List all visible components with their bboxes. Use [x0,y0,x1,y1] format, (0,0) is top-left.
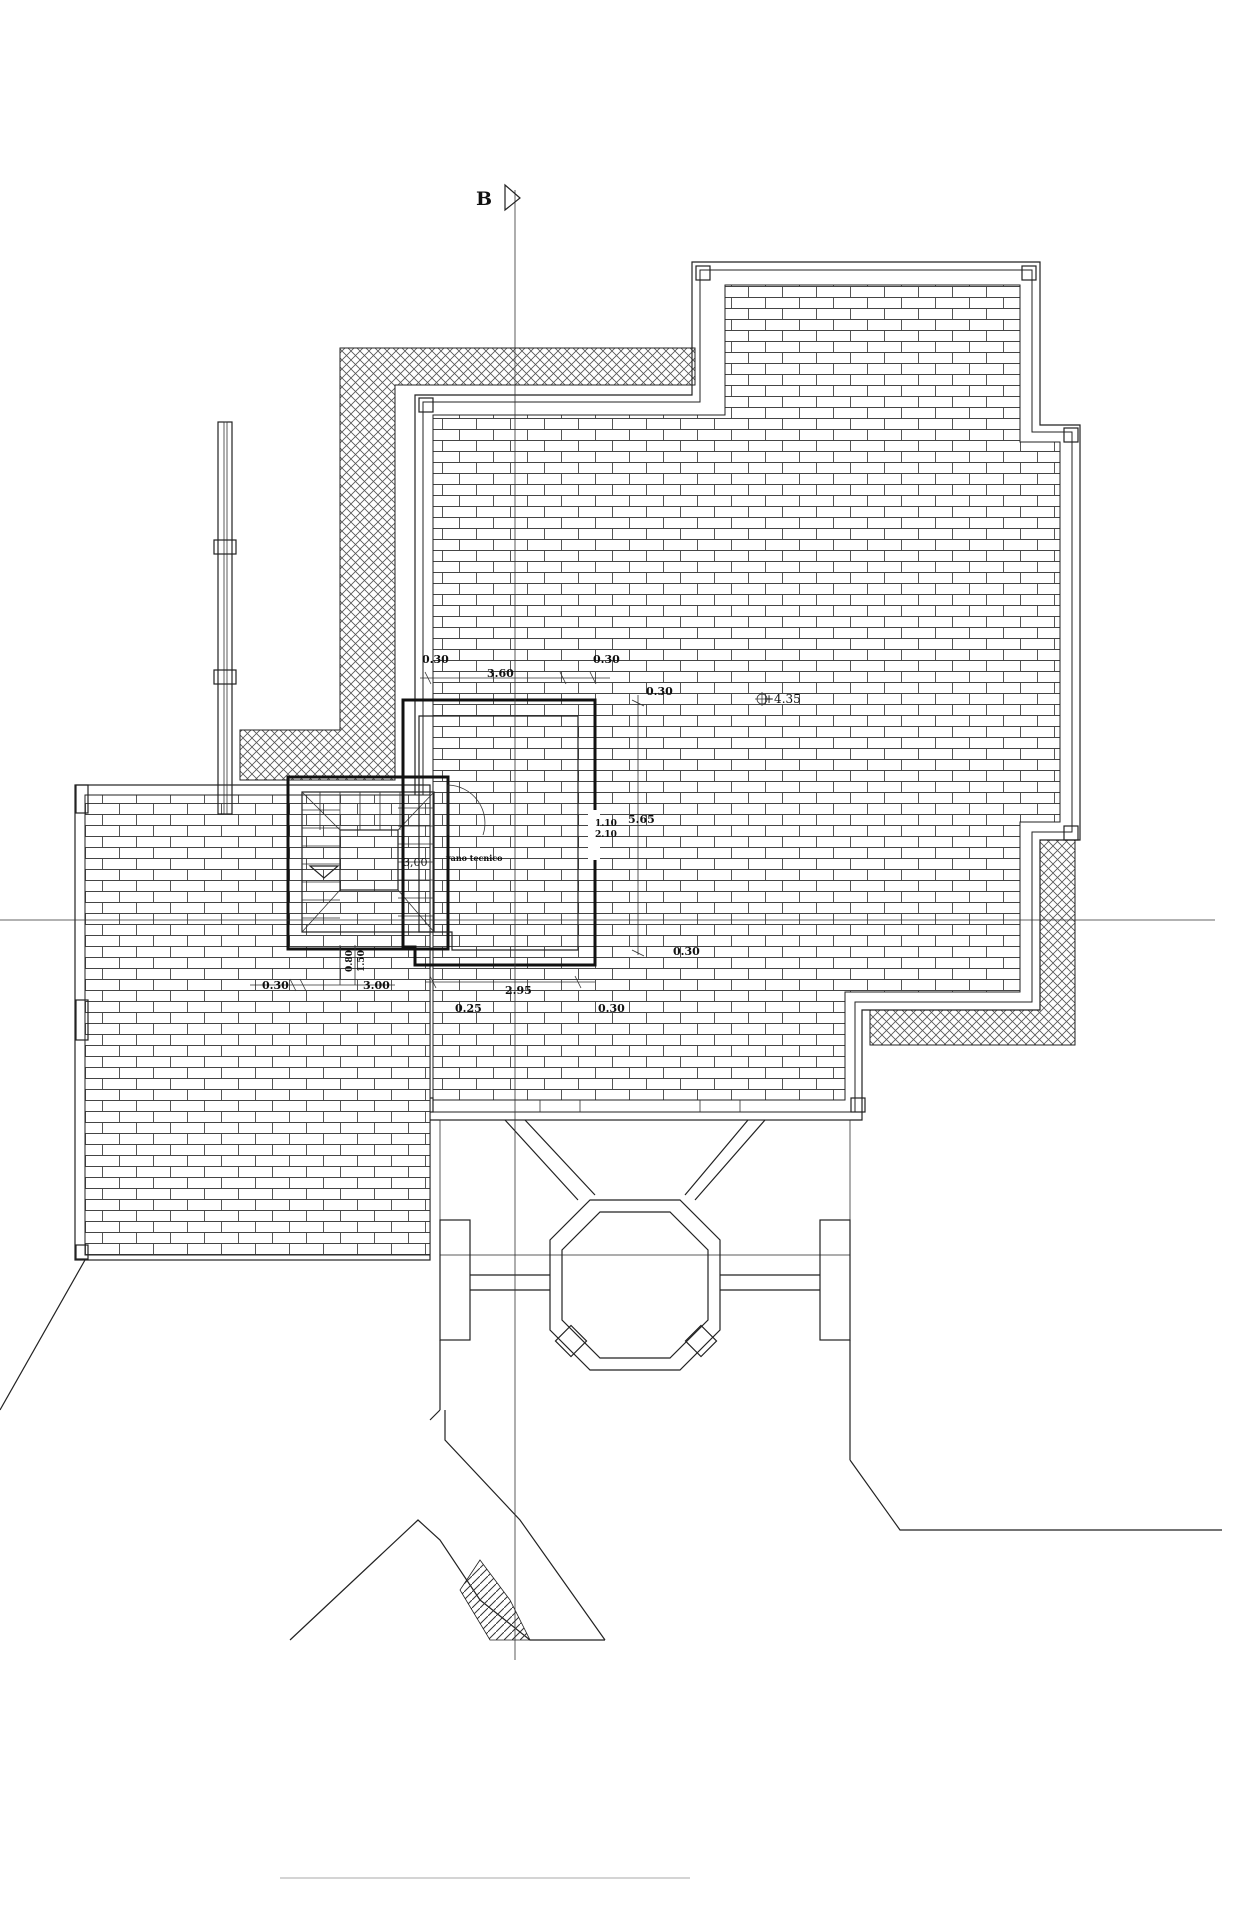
dim-right-height: 5.65 [628,813,655,826]
dim-bottom-right: 0.30 [598,1002,625,1015]
dim-door-width: 1.10 [595,819,617,829]
section-axes [0,190,1215,1879]
dim-top-left: 0.30 [422,653,449,666]
dim-bottom-width: 2.95 [505,984,532,997]
room-label: vano tecnico [445,853,503,863]
dim-stair-small-b: 1.50 [357,950,367,972]
stair-width-label: 3,00 [403,856,428,869]
level-mark: +4.35 [764,692,801,706]
technical-room: vano tecnico [401,698,600,967]
dim-top-right: 0.30 [593,653,620,666]
dim-top-width: 3.60 [487,667,514,680]
pergola-beam [213,421,237,815]
staircase: 3,00 [286,775,450,951]
dim-stair-width: 3.00 [363,979,390,992]
hatched-border-strips [239,347,1076,1046]
section-marker-b: B [476,183,521,212]
dim-right-bottom: 0.30 [673,945,700,958]
gazebo-structure [289,1119,1222,1641]
dimension-lines: 0.30 3.60 0.30 0.30 5.65 1.10 2.10 0.30 … [250,653,801,1015]
section-marker-label: B [476,188,492,210]
dim-stair-small-a: 0.80 [345,950,355,972]
dim-bottom-left: 0.25 [455,1002,482,1015]
main-roof-terrace [414,261,1081,1121]
lower-left-terrace [0,784,431,1411]
dim-stair-left: 0.30 [262,979,289,992]
dim-door-height: 2.10 [595,830,617,840]
dim-right-top: 0.30 [646,685,673,698]
